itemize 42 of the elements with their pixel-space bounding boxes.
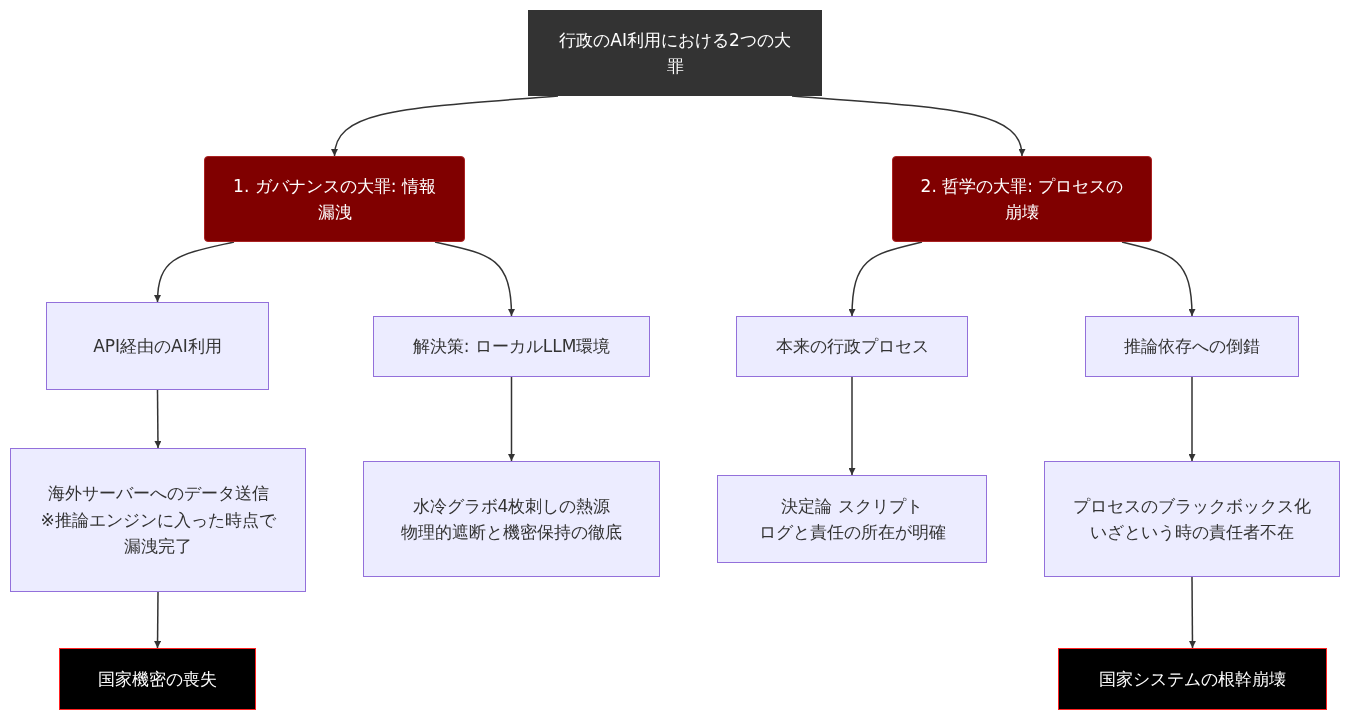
process-box [1085, 316, 1299, 377]
arrow [848, 376, 856, 476]
arrow [154, 389, 162, 449]
node-text: ログと責任の所在が明確 [758, 521, 946, 544]
arrow [1188, 576, 1196, 649]
node-text: いざという時の責任者不在 [1090, 521, 1294, 544]
process-box [717, 475, 987, 563]
arrow [154, 241, 235, 303]
result-box [59, 648, 256, 710]
arrow [848, 241, 923, 317]
process-box [46, 302, 269, 390]
node-text: ※推論エンジンに入った時点で漏洩完了 [39, 508, 277, 559]
node-text: 推論依存への倒錯 [1124, 335, 1260, 359]
arrow [154, 591, 162, 649]
node-text: 国家システムの根幹崩壊 [1099, 667, 1286, 691]
node-text: 行政のAI利用における2つの大罪 [558, 28, 792, 78]
process-box [10, 448, 306, 592]
node-text: 国家機密の喪失 [98, 667, 217, 691]
arrow [1121, 241, 1196, 317]
node-text: プロセスのブラックボックス化 [1073, 494, 1311, 518]
node-text: 海外サーバーへのデータ送信 [47, 482, 269, 506]
node-text: 水冷グラボ4枚刺しの熱源 [412, 494, 611, 518]
arrow [434, 241, 515, 317]
node-text: 1. ガバナンスの大罪: 情報漏洩 [232, 174, 437, 224]
node-text: 物理的遮断と機密保持の徹底 [401, 521, 622, 544]
result-box [1058, 648, 1327, 710]
node-text: 決定論 スクリプト [781, 494, 923, 518]
title-box [528, 10, 822, 96]
node-text: 2. 哲学の大罪: プロセスの崩壊 [919, 174, 1125, 224]
arrow [791, 95, 1025, 157]
node-text: 本来の行政プロセス [775, 335, 929, 359]
arrow [331, 95, 559, 157]
category-box [892, 156, 1152, 242]
process-box [373, 316, 650, 377]
process-box [363, 461, 660, 577]
process-box [1044, 461, 1340, 577]
process-box [736, 316, 968, 377]
category-box [204, 156, 465, 242]
arrow [508, 376, 515, 462]
arrow [1188, 376, 1196, 462]
node-text: API経由のAI利用 [93, 334, 222, 358]
node-text: 解決策: ローカルLLM環境 [412, 335, 611, 359]
